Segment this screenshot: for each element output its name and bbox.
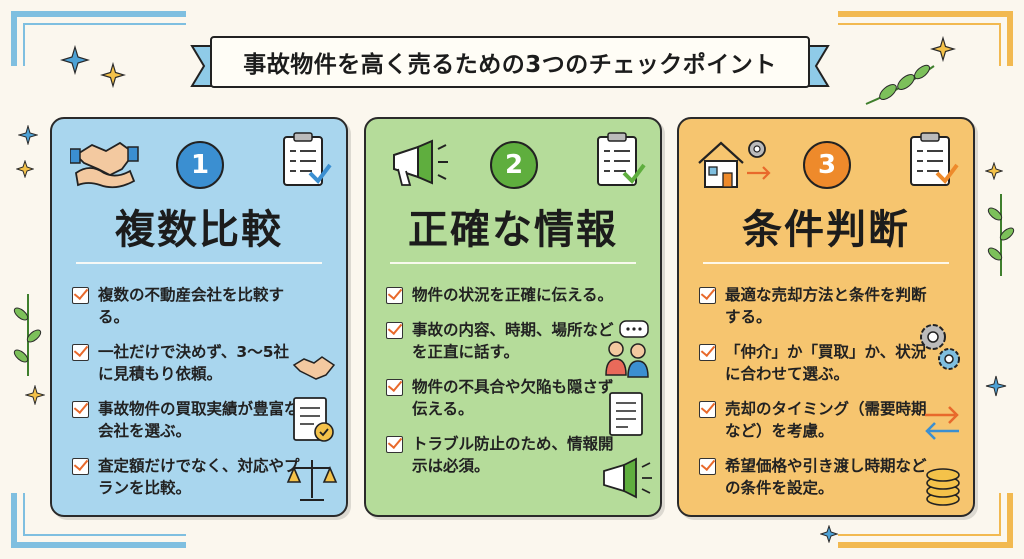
sparkle-icon [25, 385, 45, 405]
list-item: 物件の状況を正確に伝える。 [386, 284, 618, 306]
checkbox-checked-icon [386, 322, 403, 339]
list-item: 複数の不動産会社を比較する。 [72, 284, 304, 328]
clipboard-check-icon [597, 132, 646, 186]
card-accurate-info: 2 正確な情報 物件の状況を正確に伝える。 事故の内容、時期、場所などを正直に話… [364, 117, 662, 517]
checkbox-checked-icon [699, 458, 716, 475]
frame-corner-top-right [838, 11, 1013, 66]
checkbox-checked-icon [72, 344, 89, 361]
gears-icon [920, 324, 960, 370]
people-talking-icon [605, 320, 649, 378]
sparkle-icon [16, 160, 34, 178]
checklist: 最適な売却方法と条件を判断する。 「仲介」か「買取」か、状況に合わせて選ぶ。 売… [699, 284, 931, 512]
card-title: 正確な情報 [408, 207, 618, 253]
checkbox-checked-icon [72, 287, 89, 304]
sparkle-icon [985, 375, 1007, 397]
megaphone-icon [603, 457, 652, 499]
leaf-branch-icon [987, 194, 1015, 276]
list-item: 「仲介」か「買取」か、状況に合わせて選ぶ。 [699, 341, 931, 385]
frame-corner-top-left [11, 11, 186, 66]
list-item: 希望価格や引き渡し時期などの条件を設定。 [699, 455, 931, 499]
page-title: 事故物件を高く売るための3つのチェックポイント [210, 36, 810, 88]
card-comparison: 1 複数比較 複数の不動産会社を比較する。 一社だけで決めず、3〜5社に見積もり… [50, 117, 348, 517]
list-item: 事故の内容、時期、場所などを正直に話す。 [386, 319, 618, 363]
checkbox-checked-icon [72, 401, 89, 418]
divider [390, 262, 636, 264]
sparkle-icon [985, 162, 1003, 180]
list-item: 一社だけで決めず、3〜5社に見積もり依頼。 [72, 341, 304, 385]
list-item: トラブル防止のため、情報開示は必須。 [386, 433, 618, 477]
leaf-branch-icon [865, 64, 935, 105]
checkbox-checked-icon [386, 379, 403, 396]
clipboard-check-icon [910, 132, 959, 186]
list-item: 事故物件の買取実績が豊富な会社を選ぶ。 [72, 398, 304, 442]
sparkle-icon [18, 125, 38, 145]
list-item: 最適な売却方法と条件を判断する。 [699, 284, 931, 328]
handshake-icon [70, 141, 139, 189]
scale-icon [286, 460, 338, 501]
list-item: 売却のタイミング（需要時期など）を考慮。 [699, 398, 931, 442]
step-number-badge: 2 [490, 141, 538, 189]
checklist: 複数の不動産会社を比較する。 一社だけで決めず、3〜5社に見積もり依頼。 事故物… [72, 284, 304, 512]
checkbox-checked-icon [699, 401, 716, 418]
sparkle-icon [60, 45, 90, 75]
leaf-branch-icon [13, 294, 42, 376]
megaphone-icon [393, 139, 448, 186]
title-banner: 事故物件を高く売るための3つのチェックポイント [190, 30, 830, 92]
list-item: 物件の不具合や欠陥も隠さず伝える。 [386, 376, 618, 420]
card-condition-judgment: 3 条件判断 最適な売却方法と条件を判断する。 「仲介」か「買取」か、状況に合わ… [677, 117, 975, 517]
document-seal-icon [293, 397, 334, 442]
checkbox-checked-icon [386, 287, 403, 304]
document-icon [609, 392, 643, 436]
checklist: 物件の状況を正確に伝える。 事故の内容、時期、場所などを正直に話す。 物件の不具… [386, 284, 618, 490]
checkbox-checked-icon [699, 344, 716, 361]
house-gear-icon [698, 140, 771, 188]
frame-corner-bottom-left [11, 493, 186, 548]
clipboard-check-icon [283, 132, 332, 186]
sparkle-icon [820, 525, 838, 543]
checkbox-checked-icon [386, 436, 403, 453]
list-item: 査定額だけでなく、対応やプランを比較。 [72, 455, 304, 499]
sparkle-icon [100, 62, 126, 88]
sparkle-icon [930, 36, 956, 62]
divider [703, 262, 949, 264]
step-number-badge: 1 [176, 141, 224, 189]
handshake-icon [292, 356, 336, 380]
checkbox-checked-icon [699, 287, 716, 304]
checkbox-checked-icon [72, 458, 89, 475]
divider [76, 262, 322, 264]
coins-icon [926, 468, 960, 506]
card-title: 条件判断 [742, 207, 910, 253]
card-title: 複数比較 [115, 207, 283, 253]
swap-arrows-icon [925, 406, 959, 440]
frame-corner-bottom-right [838, 493, 1013, 548]
step-number-badge: 3 [803, 141, 851, 189]
